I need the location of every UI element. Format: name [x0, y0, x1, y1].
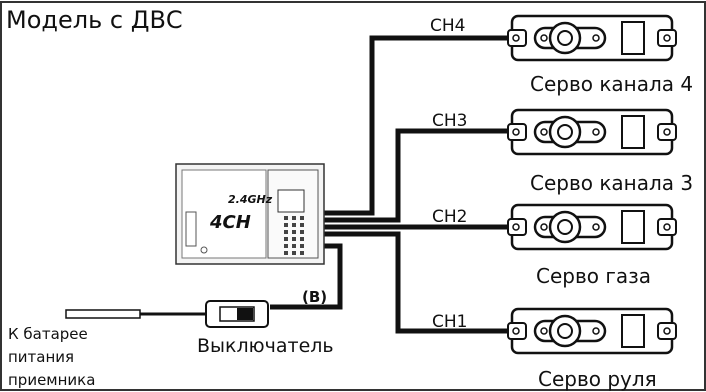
receiver-pin — [300, 237, 304, 241]
battery-label-line3: приемника — [8, 371, 95, 389]
servo-horn-hub — [557, 323, 573, 339]
switch-label: Выключатель — [197, 335, 334, 357]
servo-horn-hole — [592, 223, 600, 231]
servo-mount-tab-left — [507, 322, 527, 340]
battery-label-line2: питания — [8, 348, 74, 366]
receiver-pin — [292, 251, 296, 255]
ch2-label: CH2 — [432, 207, 467, 227]
servo-wires — [140, 35, 512, 334]
servo-ch4-label: Серво канала 4 — [530, 72, 693, 96]
servo-screw-hole — [663, 327, 671, 335]
receiver-pin — [292, 244, 296, 248]
servo-label-plate — [621, 210, 645, 244]
servo-horn-hole — [540, 34, 548, 42]
servo-ch1 — [507, 307, 677, 355]
servo-screw-hole — [663, 34, 671, 42]
servo-screw-hole — [663, 223, 671, 231]
servo-mount-tab-left — [507, 29, 527, 47]
receiver-antenna-slot — [185, 211, 197, 247]
servo-label-plate — [621, 115, 645, 149]
ch4-label: CH4 — [430, 16, 465, 36]
receiver-pin — [292, 223, 296, 227]
receiver-connector-block — [267, 169, 319, 259]
servo-screw-hole — [512, 34, 520, 42]
receiver-bind-button — [200, 246, 208, 254]
wire-ch4 — [312, 35, 512, 216]
receiver-pin — [284, 237, 288, 241]
receiver-pin — [292, 237, 296, 241]
receiver-pin — [292, 230, 296, 234]
receiver-pin — [300, 223, 304, 227]
servo-screw-hole — [512, 128, 520, 136]
receiver-model-label: 4CH — [209, 212, 251, 233]
receiver-pin — [284, 251, 288, 255]
battery-connector: К батарее питания приемника — [8, 309, 141, 389]
receiver-pins — [284, 216, 304, 255]
battery-plug — [65, 309, 141, 319]
receiver-pin — [284, 216, 288, 220]
servo-ch3-label: Серво канала 3 — [530, 171, 693, 195]
servo-horn-hub — [557, 30, 573, 46]
receiver-pin — [300, 244, 304, 248]
ch1-label: CH1 — [432, 312, 467, 332]
receiver-led-window — [277, 189, 305, 213]
switch-slider — [237, 308, 253, 320]
servo-ch3 — [507, 108, 677, 156]
servo-mount-tab-left — [507, 123, 527, 141]
wire-ch3 — [312, 128, 512, 223]
receiver-pin — [284, 230, 288, 234]
power-switch: Выключатель (B) — [197, 288, 334, 357]
servo-mount-tab-right — [657, 218, 677, 236]
receiver-pin — [300, 230, 304, 234]
servo-screw-hole — [512, 223, 520, 231]
servo-label-plate — [621, 21, 645, 55]
servo-horn-hole — [592, 34, 600, 42]
servo-horn-hole — [592, 327, 600, 335]
servo-ch2 — [507, 203, 677, 251]
servo-label-plate — [621, 314, 645, 348]
servo-ch1-label: Серво руля — [538, 367, 657, 391]
receiver-pin — [292, 216, 296, 220]
receiver-pin — [284, 244, 288, 248]
servo-horn-hub — [557, 124, 573, 140]
receiver-pin — [300, 251, 304, 255]
servo-ch4 — [507, 14, 677, 62]
receiver-band-label: 2.4GHz — [228, 193, 273, 206]
servo-group — [507, 14, 677, 355]
switch-marker: (B) — [302, 288, 327, 306]
servo-ch2-label: Серво газа — [536, 264, 651, 288]
servo-horn-hole — [592, 128, 600, 136]
servo-screw-hole — [512, 327, 520, 335]
servo-mount-tab-right — [657, 123, 677, 141]
servo-horn-hole — [540, 128, 548, 136]
servo-mount-tab-left — [507, 218, 527, 236]
receiver-pin — [300, 216, 304, 220]
receiver: 2.4GHz 4CH — [175, 163, 325, 265]
servo-horn-hole — [540, 327, 548, 335]
servo-horn-hub — [557, 219, 573, 235]
servo-screw-hole — [663, 128, 671, 136]
diagram-title: Модель с ДВС — [6, 6, 183, 34]
wire-switch-b — [270, 243, 343, 310]
wire-ch1 — [312, 231, 512, 334]
receiver-pin — [284, 223, 288, 227]
servo-mount-tab-right — [657, 29, 677, 47]
battery-label-line1: К батарее — [8, 325, 88, 343]
servo-mount-tab-right — [657, 322, 677, 340]
servo-horn-hole — [540, 223, 548, 231]
ch3-label: CH3 — [432, 111, 467, 131]
